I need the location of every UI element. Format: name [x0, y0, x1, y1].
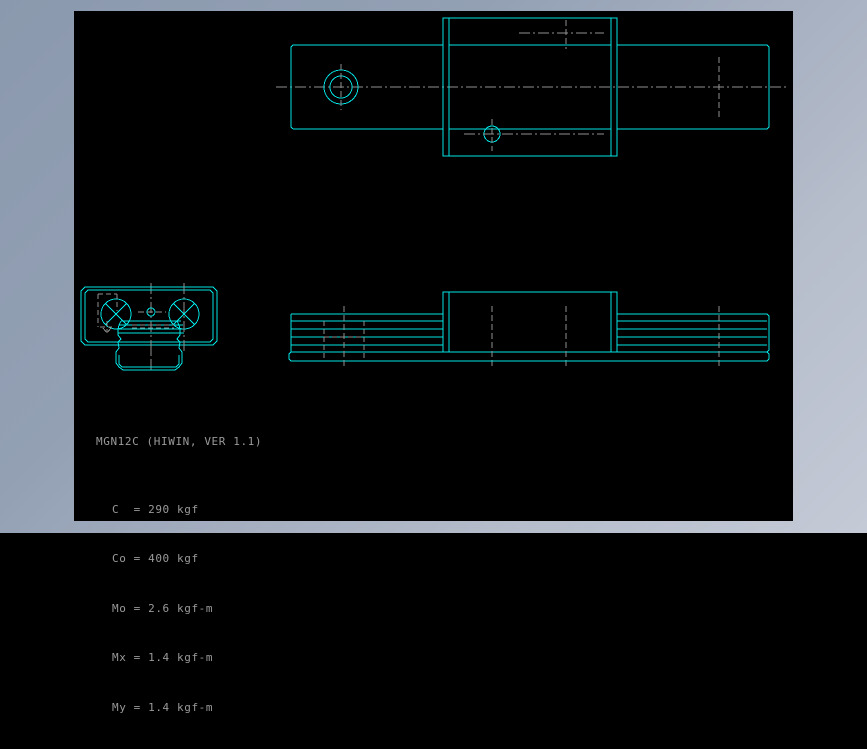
- front-view-left-rail-hidden-hole: [323, 306, 365, 369]
- end-view-left-bearing-circle: [100, 298, 132, 330]
- cad-drawing-svg: .ln { stroke:#00e5e5; stroke-width:1; fi…: [80, 17, 788, 373]
- front-view-right-rail: [443, 306, 770, 369]
- spec-line-mx: Mx = 1.4 kgf-m: [112, 651, 214, 664]
- top-view-counterbore-hole: [323, 64, 359, 110]
- top-view: [276, 17, 788, 157]
- front-view-carriage-block: [442, 291, 618, 369]
- end-view-center-hub: [138, 307, 166, 317]
- cad-viewer-window: .ln { stroke:#00e5e5; stroke-width:1; fi…: [0, 0, 867, 714]
- end-view-left-bolt-hidden: [97, 293, 118, 334]
- end-view-carriage-body: [80, 286, 218, 346]
- top-view-carriage-block: [442, 17, 618, 157]
- end-view-hidden-detail: [132, 324, 174, 359]
- front-view-left-rail: [288, 313, 443, 362]
- cad-drawing-canvas[interactable]: .ln { stroke:#00e5e5; stroke-width:1; fi…: [74, 11, 793, 521]
- spec-line-mo: Mo = 2.6 kgf-m: [112, 601, 214, 615]
- top-view-right-rail: [617, 44, 770, 130]
- top-view-left-rail: [290, 44, 443, 130]
- spec-line-my: My = 1.4 kgf-m: [112, 700, 214, 714]
- front-view: [288, 291, 770, 369]
- end-section-view: [80, 283, 218, 373]
- spec-line-co: Co = 400 kgf: [112, 552, 199, 565]
